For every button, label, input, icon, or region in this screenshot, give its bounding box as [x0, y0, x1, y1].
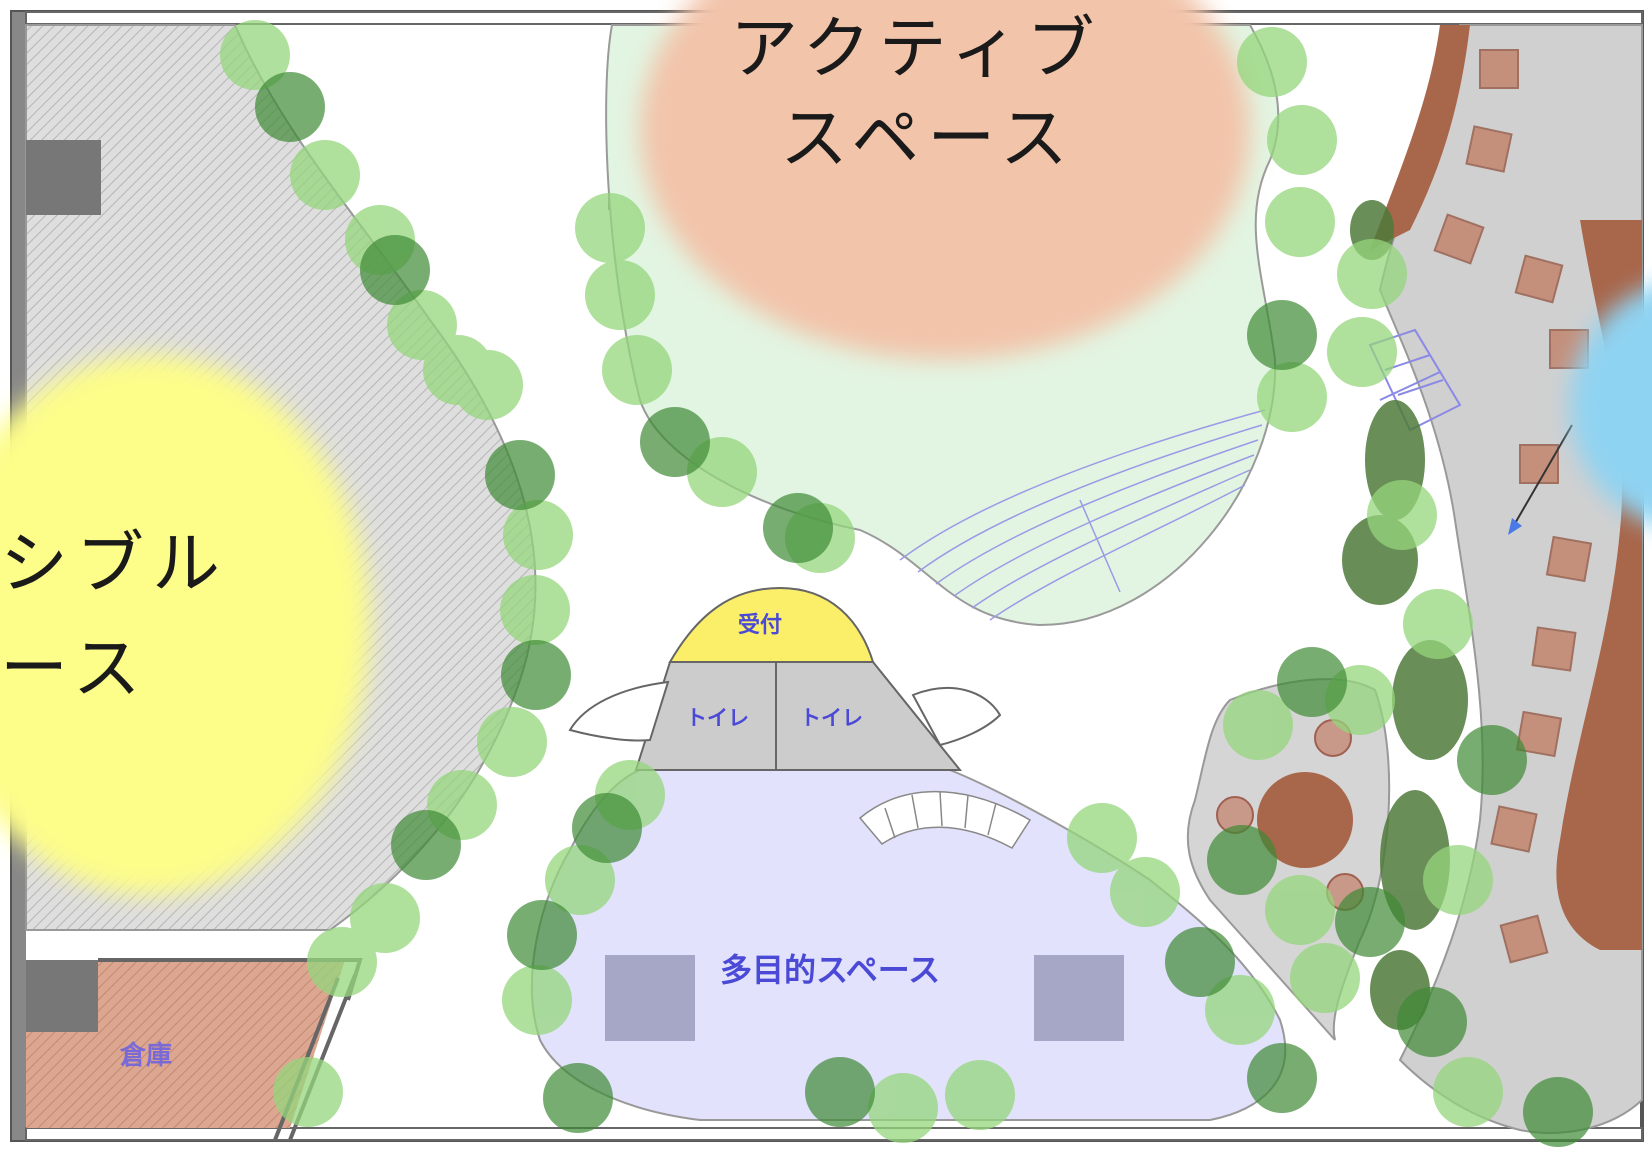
amphitheater-steps	[899, 409, 1266, 621]
paving-stones	[1433, 49, 1593, 964]
pillar-left	[605, 955, 695, 1041]
reception-label: 受付	[738, 613, 783, 638]
toilet-left-label: トイレ	[686, 706, 749, 730]
stair-arc	[858, 790, 1032, 849]
promenade-arrow-head	[1508, 518, 1522, 535]
trees-dark	[255, 72, 1593, 1147]
pillar-right	[1034, 955, 1124, 1041]
brick-path	[1370, 25, 1470, 250]
water-feature	[1570, 286, 1652, 524]
active-space-zone	[640, 0, 1250, 360]
right-wing	[911, 687, 1002, 747]
reception-area	[668, 586, 875, 663]
storage-room	[26, 960, 345, 1128]
toilet-right-label: トイレ	[800, 706, 863, 730]
flexible-space-label-line1: シブル	[0, 525, 229, 604]
active-space-label-line1: アクティブ	[730, 10, 1103, 89]
round-table	[1257, 772, 1353, 868]
promenade-arrow	[1509, 424, 1573, 533]
flexible-space-zone	[0, 355, 370, 895]
active-space-label-line2: スペース	[780, 100, 1076, 179]
multipurpose-label: 多目的スペース	[720, 951, 941, 989]
left-wing	[568, 680, 670, 742]
trees-light	[220, 20, 1503, 1143]
flexible-space-label-line2: ース	[0, 630, 149, 709]
storage-label: 倉庫	[120, 1041, 173, 1071]
